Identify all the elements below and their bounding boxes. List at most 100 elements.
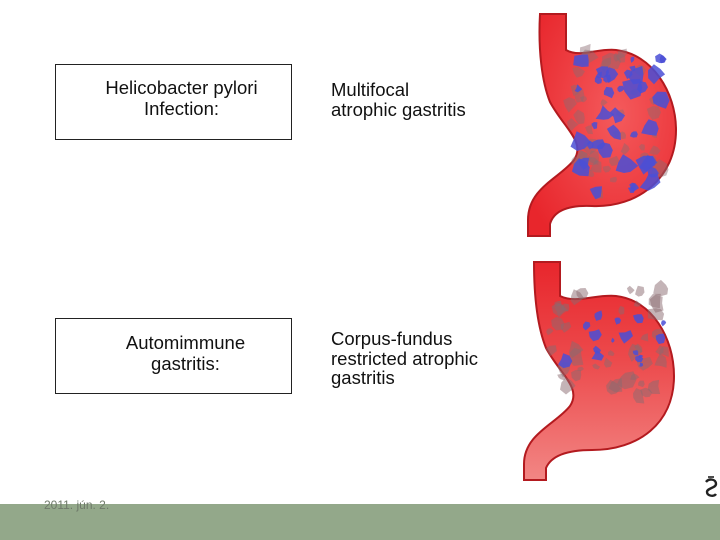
lesion-blotch [576,288,589,300]
lesion-blotch [618,330,633,344]
lesion-blotch [592,363,601,370]
lesion-blotch [626,285,635,295]
lesion-group [563,43,670,200]
lesion-blotch [639,173,661,191]
lesion-blotch [606,124,621,140]
lesion-blotch [560,377,576,395]
lesion-blotch [627,187,635,193]
row1-description: Multifocal atrophic gastritis [331,79,466,120]
footer-date: 2011. jún. 2. [44,498,110,512]
lesion-blotch [648,64,666,85]
lesion-blotch [591,350,604,361]
lesion-blotch [551,316,565,331]
stomach-illustration-multifocal [527,13,678,237]
footer-bar [0,504,720,540]
lesion-blotch [655,333,666,345]
lesion-blotch [630,56,635,63]
stomach-illustration-corpus-fundus [523,261,676,481]
lesion-blotch [604,357,613,368]
lesion-blotch [610,107,626,124]
lesion-blotch [545,345,557,357]
lesion-blotch [649,145,661,155]
lesion-blotch [579,157,590,170]
lesion-blotch [594,310,603,321]
lesion-blotch [618,305,625,315]
lesion-blotch [571,369,582,382]
lesion-blotch [655,53,667,64]
lesion-blotch [603,86,615,99]
lesion-blotch [633,388,645,404]
lesion-blotch [608,350,615,356]
lesion-blotch [591,139,606,149]
lesion-blotch [647,379,661,394]
lesion-blotch [616,371,637,390]
lesion-blotch [639,144,645,151]
lesion-blotch [572,66,585,78]
lesion-blotch [646,106,661,120]
lesion-blotch [632,350,639,356]
lesion-blotch [580,96,587,103]
lesion-blotch [573,54,589,67]
lesion-blotch [579,43,591,55]
lesion-blotch [586,157,599,166]
lesion-blotch [635,285,645,297]
lesion-blotch [568,340,584,358]
lesion-blotch [588,329,602,342]
lesion-blotch [577,366,584,371]
lesion-blotch [654,353,667,368]
lesion-blotch [629,65,636,72]
lesion-blotch [634,343,643,353]
lesion-blotch [653,279,669,297]
lesion-blotch [574,84,583,93]
lesion-blotch [587,169,595,177]
row1-label: Helicobacter pylori Infection: [105,77,258,119]
lesion-blotch [641,119,659,136]
lesion-blotch [652,91,670,109]
lesion-blotch [617,48,627,58]
lesion-blotch [614,317,622,325]
lesion-blotch [585,125,593,135]
lesion-blotch [635,155,656,175]
lesion-blotch [551,302,566,316]
lesion-blotch [615,154,639,173]
lesion-blotch [617,85,625,93]
lesion-blotch [594,75,602,84]
lesion-blotch [638,380,645,388]
lesion-blotch [590,160,602,173]
lesion-blotch [639,362,644,367]
lesion-group [545,279,669,404]
lesion-blotch [609,155,620,166]
lesion-blotch [638,354,644,359]
lesion-blotch [661,320,667,327]
lesion-blotch [633,300,642,307]
lesion-blotch [546,328,554,336]
lesion-blotch [620,143,630,155]
lesion-blotch [589,186,602,200]
lesion-blotch [633,314,644,324]
lesion-blotch [655,345,664,355]
lesion-blotch [563,97,577,113]
lesion-blotch [648,293,661,309]
lesion-blotch [600,99,608,107]
lesion-blotch [602,52,621,70]
lesion-blotch [616,52,626,63]
lesion-blotch [629,131,638,138]
lesion-blotch [593,345,601,354]
stomach-shape [523,261,676,481]
lesion-blotch [613,52,622,62]
slide-logo-icon [703,476,719,502]
lesion-blotch [570,131,592,151]
row2-label-box: Automimmune gastritis: [55,318,292,394]
lesion-blotch [574,89,585,103]
row2-label: Automimmune gastritis: [125,332,246,374]
lesion-blotch [595,105,615,120]
lesion-blotch [640,333,649,342]
lesion-blotch [591,122,598,130]
lesion-blotch [573,109,585,125]
lesion-blotch [558,353,573,369]
lesion-blotch [602,165,612,173]
lesion-blotch [605,67,619,83]
lesion-blotch [647,308,665,321]
lesion-blotch [611,337,615,343]
lesion-blotch [619,131,626,140]
